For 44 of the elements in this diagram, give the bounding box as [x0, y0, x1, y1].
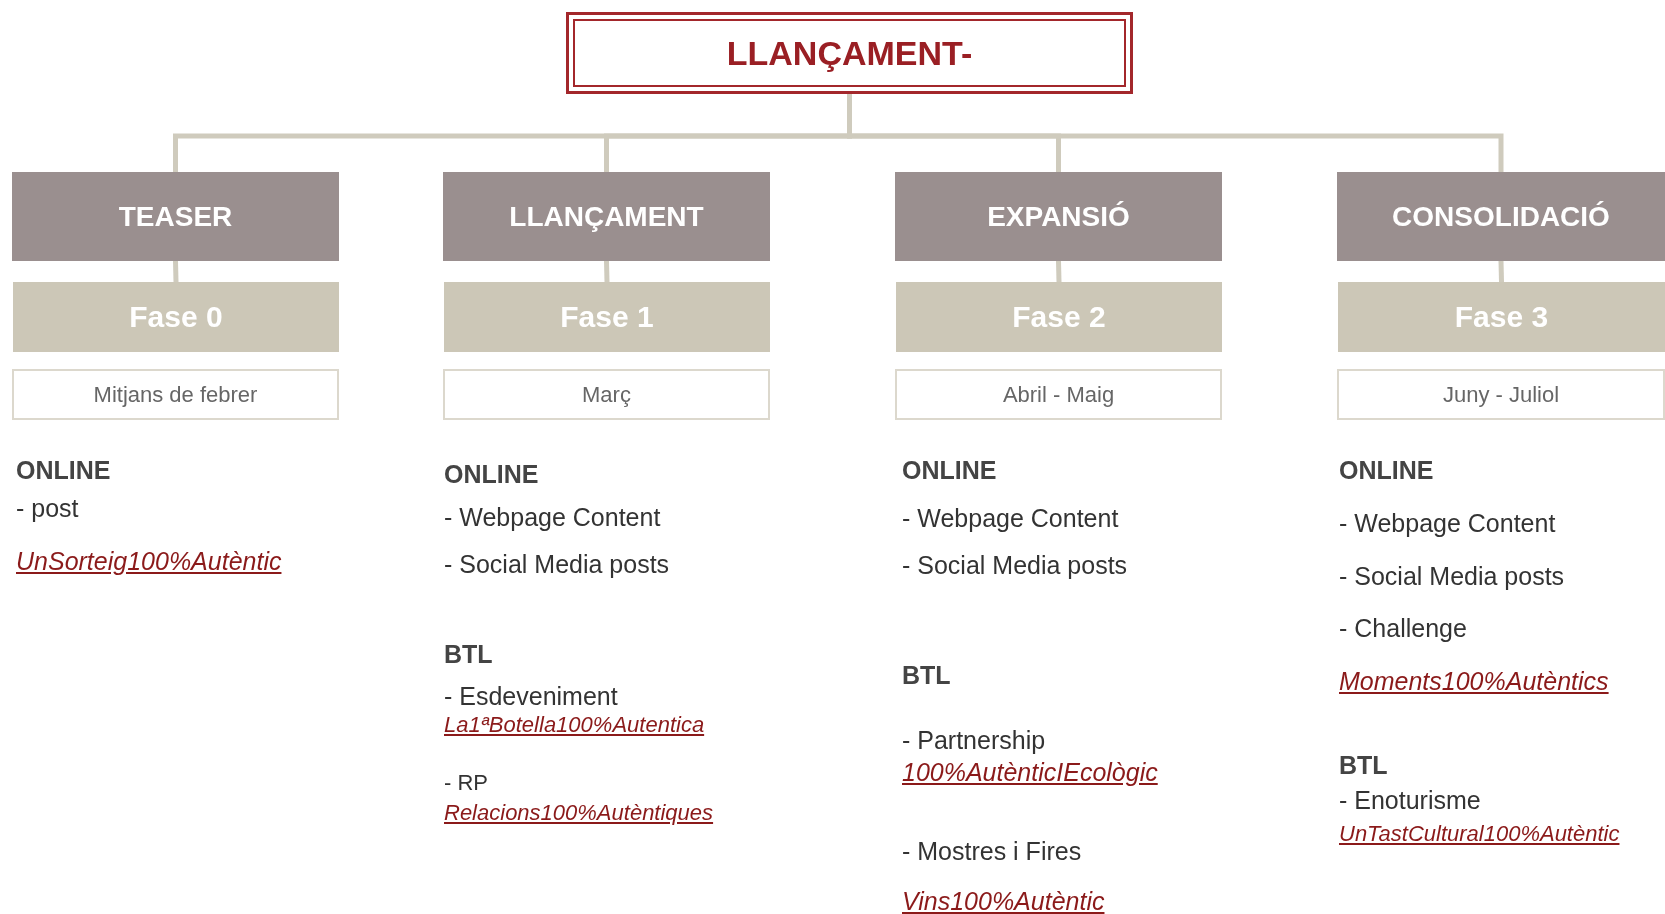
- section-heading: BTL: [1339, 751, 1388, 780]
- list-item: - Social Media posts: [902, 551, 1128, 580]
- list-item: - Partnership: [902, 726, 1046, 755]
- section-heading: ONLINE: [444, 460, 539, 489]
- date-box: Abril - Maig: [895, 369, 1222, 420]
- phase-number-box: Fase 0: [13, 282, 339, 352]
- phase-header: LLANÇAMENT: [443, 172, 770, 261]
- hashtag-link: La1ªBotella100%Autentica: [444, 712, 705, 738]
- phase-header: EXPANSIÓ: [895, 172, 1222, 261]
- hashtag-link: UnTastCultural100%Autèntic: [1339, 821, 1620, 847]
- section-heading: BTL: [444, 640, 493, 669]
- phase-number-box: Fase 2: [896, 282, 1222, 352]
- hashtag-link: UnSorteig100%Autèntic: [16, 547, 282, 576]
- phase-header: TEASER: [12, 172, 339, 261]
- list-item: - Webpage Content: [902, 504, 1119, 533]
- date-box: Març: [443, 369, 770, 420]
- list-item: - post: [16, 494, 79, 523]
- connector-line: [173, 260, 179, 283]
- list-item: - Social Media posts: [444, 550, 670, 579]
- list-item: - Mostres i Fires: [902, 837, 1082, 866]
- hashtag-link: Moments100%Autèntics: [1339, 667, 1609, 696]
- section-heading: ONLINE: [902, 456, 997, 485]
- connector-line: [604, 260, 610, 283]
- connector-line: [1498, 260, 1504, 283]
- section-heading: BTL: [902, 661, 951, 690]
- list-item: - Enoturisme: [1339, 786, 1481, 815]
- hashtag-link: Relacions100%Autèntiques: [444, 800, 714, 826]
- title-box: LLANÇAMENT-: [566, 12, 1133, 94]
- list-item: - Esdeveniment: [444, 682, 618, 711]
- date-box: Mitjans de febrer: [12, 369, 339, 420]
- hashtag-link: 100%AutènticIEcològic: [902, 758, 1158, 787]
- phase-number-box: Fase 3: [1338, 282, 1665, 352]
- list-item: - RP: [444, 770, 488, 796]
- connector-line: [1056, 260, 1062, 283]
- list-item: - Social Media posts: [1339, 562, 1565, 591]
- hashtag-link: Vins100%Autèntic: [902, 887, 1105, 914]
- phase-header: CONSOLIDACIÓ: [1337, 172, 1665, 261]
- phase-number-box: Fase 1: [444, 282, 770, 352]
- list-item: - Webpage Content: [444, 503, 661, 532]
- section-heading: ONLINE: [16, 456, 111, 485]
- list-item: - Challenge: [1339, 614, 1467, 643]
- section-heading: ONLINE: [1339, 456, 1434, 485]
- list-item: - Webpage Content: [1339, 509, 1556, 538]
- date-box: Juny - Juliol: [1337, 369, 1665, 420]
